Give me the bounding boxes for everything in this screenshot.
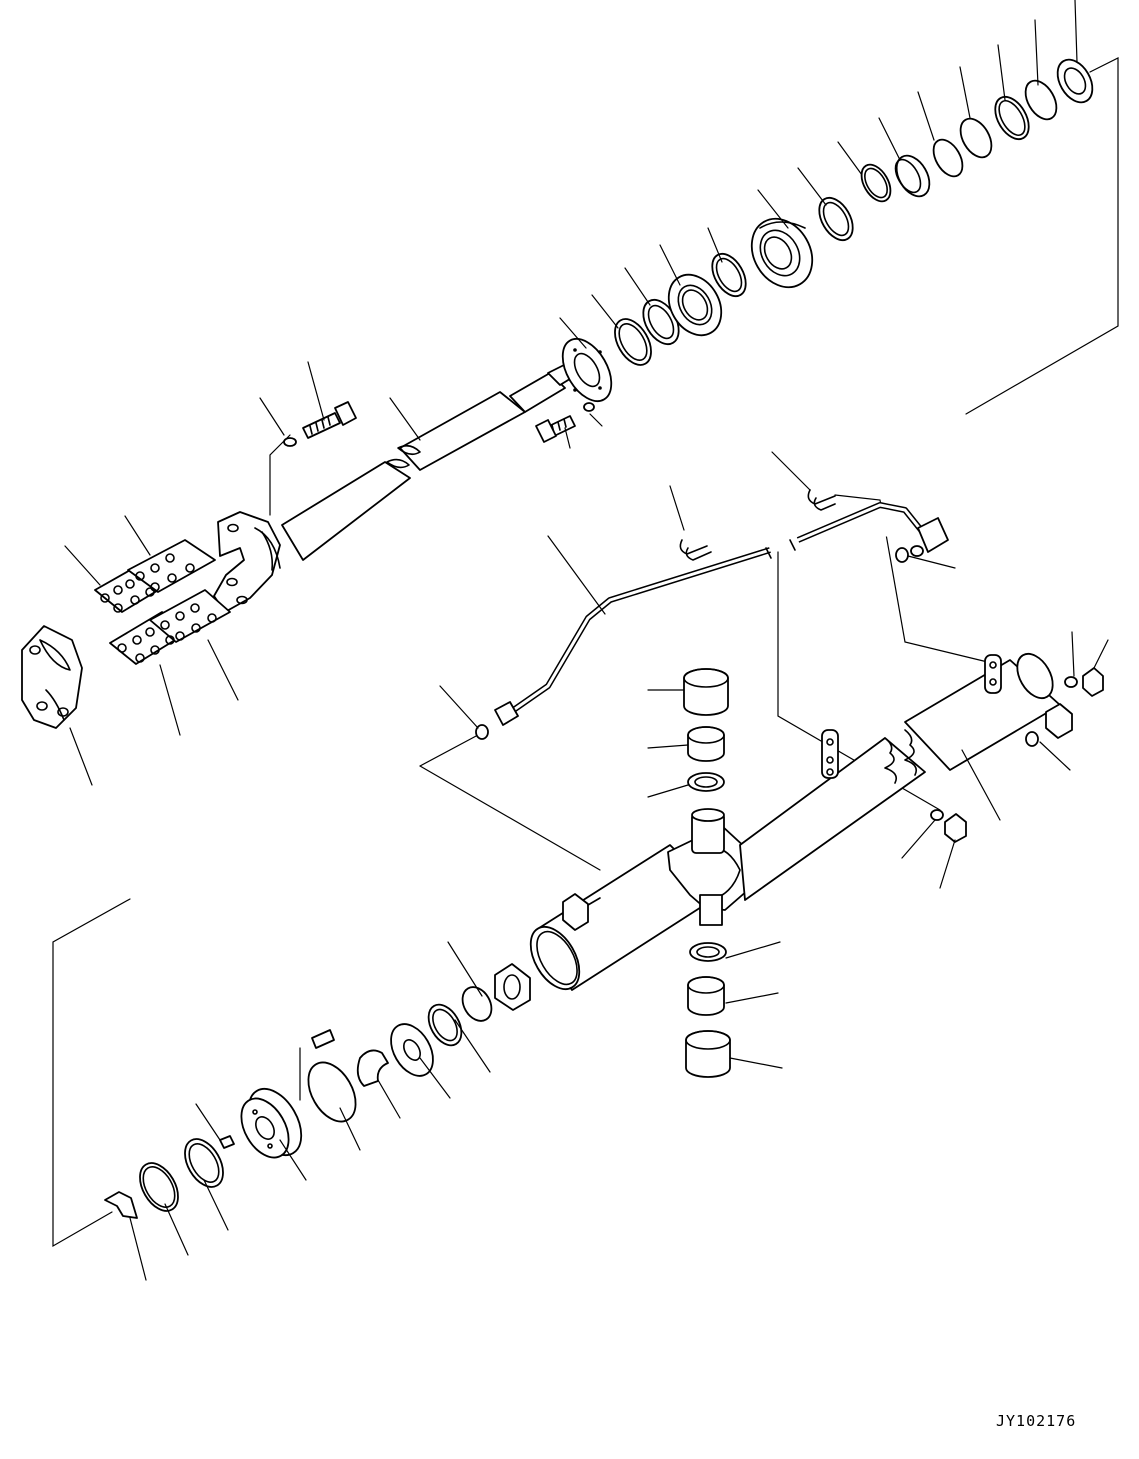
hydraulic-tube-long <box>495 505 948 725</box>
assembly-reference-lines <box>53 58 1118 1246</box>
drawing-code-label: JY102176 <box>996 1412 1077 1430</box>
cylinder-tube <box>521 648 1103 998</box>
leader-lines <box>65 0 1108 1280</box>
rod-bearing-flange <box>553 331 622 410</box>
trunnion-bushings <box>684 669 730 1077</box>
rod-seal-stack <box>608 54 1100 372</box>
piston-rod <box>214 362 578 612</box>
rod-bolt-lower <box>536 403 594 442</box>
tube-clamps <box>476 490 908 739</box>
rod-bolt-upper <box>284 402 356 446</box>
piston-parts <box>105 964 530 1218</box>
clamp-half <box>22 626 82 728</box>
shim-plates <box>95 540 230 664</box>
